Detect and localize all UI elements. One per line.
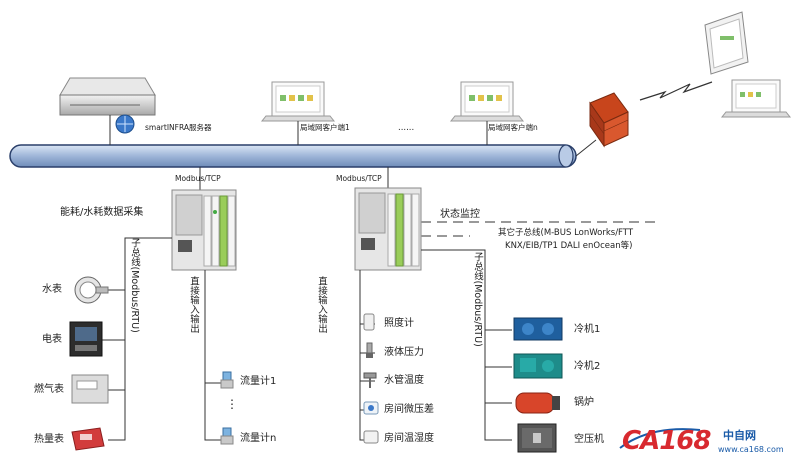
watermark-cn: 中自网 [723,429,756,442]
clientn-label: 局域网客户端n [488,123,538,132]
tablet-icon [704,11,749,75]
watermark-url: www.ca168.com [718,445,784,454]
water-meter-icon [74,276,109,304]
laptop-icon [720,79,792,118]
controller-right [354,187,422,271]
sensor-label-pipe-temp: 水管温度 [384,375,424,386]
watermark-logo: CA168 [622,426,711,456]
equipment-label-chiller2: 冷机2 [574,361,601,372]
firewall-icon [575,92,629,157]
left-subbus-lines [102,237,172,441]
laptop-icon [449,81,525,145]
wireless-link-icon [639,81,713,101]
server-icon [59,77,156,145]
sensor-label-pressure: 液体压力 [384,347,424,358]
left-direct-io-label: 直接输入输出 [187,276,199,333]
heat-meter-icon [71,427,105,451]
humidity-sensor-icon [363,430,379,444]
left-direct-io-lines [204,270,222,441]
clients-ellipsis: ...... [398,123,415,133]
boiler-icon [515,392,560,414]
lux-meter-icon [363,313,375,331]
meter-label-gas: 燃气表 [34,384,64,395]
controller-left [171,189,237,271]
sensor-label-lux: 照度计 [384,318,414,329]
flow-meter-n-label: 流量计n [240,433,277,444]
right-protocol-label: Modbus/TCP [336,174,382,183]
flow-meter-dots: ⋮ [226,397,238,411]
right-direct-io-label: 直接输入输出 [315,276,327,333]
left-protocol-label: Modbus/TCP [175,174,221,183]
right-subbus-label: 子总线(Modbus/RTU) [471,252,483,347]
flow-meter-icon [220,427,234,445]
server-label: smartINFRA服务器 [145,123,212,132]
pressure-sensor-icon [366,342,373,358]
other-bus-label-2: KNX/EIB/TP1 DALI enOcean等) [505,241,633,251]
flow-meter-1-label: 流量计1 [240,376,277,387]
left-subbus-label: 子总线(Modbus/RTU) [128,238,140,333]
flow-meter-icon [220,371,234,389]
left-controller-title: 能耗/水耗数据采集 [60,207,144,218]
temperature-probe-icon [363,372,377,388]
equipment-label-compressor: 空压机 [574,434,604,445]
chiller-icon [513,317,563,341]
equipment-label-boiler: 锅炉 [574,397,594,408]
status-monitor-label: 状态监控 [440,209,480,220]
ethernet-bus [9,144,577,168]
equipment-label-chiller1: 冷机1 [574,324,601,335]
laptop-icon [260,81,336,145]
chiller-icon [513,353,563,379]
gas-meter-icon [71,374,109,404]
meter-label-heat: 热量表 [34,434,64,445]
sensor-label-room-pressure: 房间微压差 [384,404,434,415]
differential-pressure-icon [363,401,379,415]
electric-meter-icon [69,321,103,357]
air-compressor-icon [517,423,557,453]
other-bus-label-1: 其它子总线(M-BUS LonWorks/FTT [498,228,634,238]
sensor-label-room-humidity: 房间温湿度 [384,433,434,444]
meter-label-water: 水表 [42,284,62,295]
logo-swoosh [619,428,701,449]
meter-label-electric: 电表 [42,334,62,345]
client1-label: 局域网客户端1 [300,123,350,132]
right-subbus-lines [421,249,512,441]
